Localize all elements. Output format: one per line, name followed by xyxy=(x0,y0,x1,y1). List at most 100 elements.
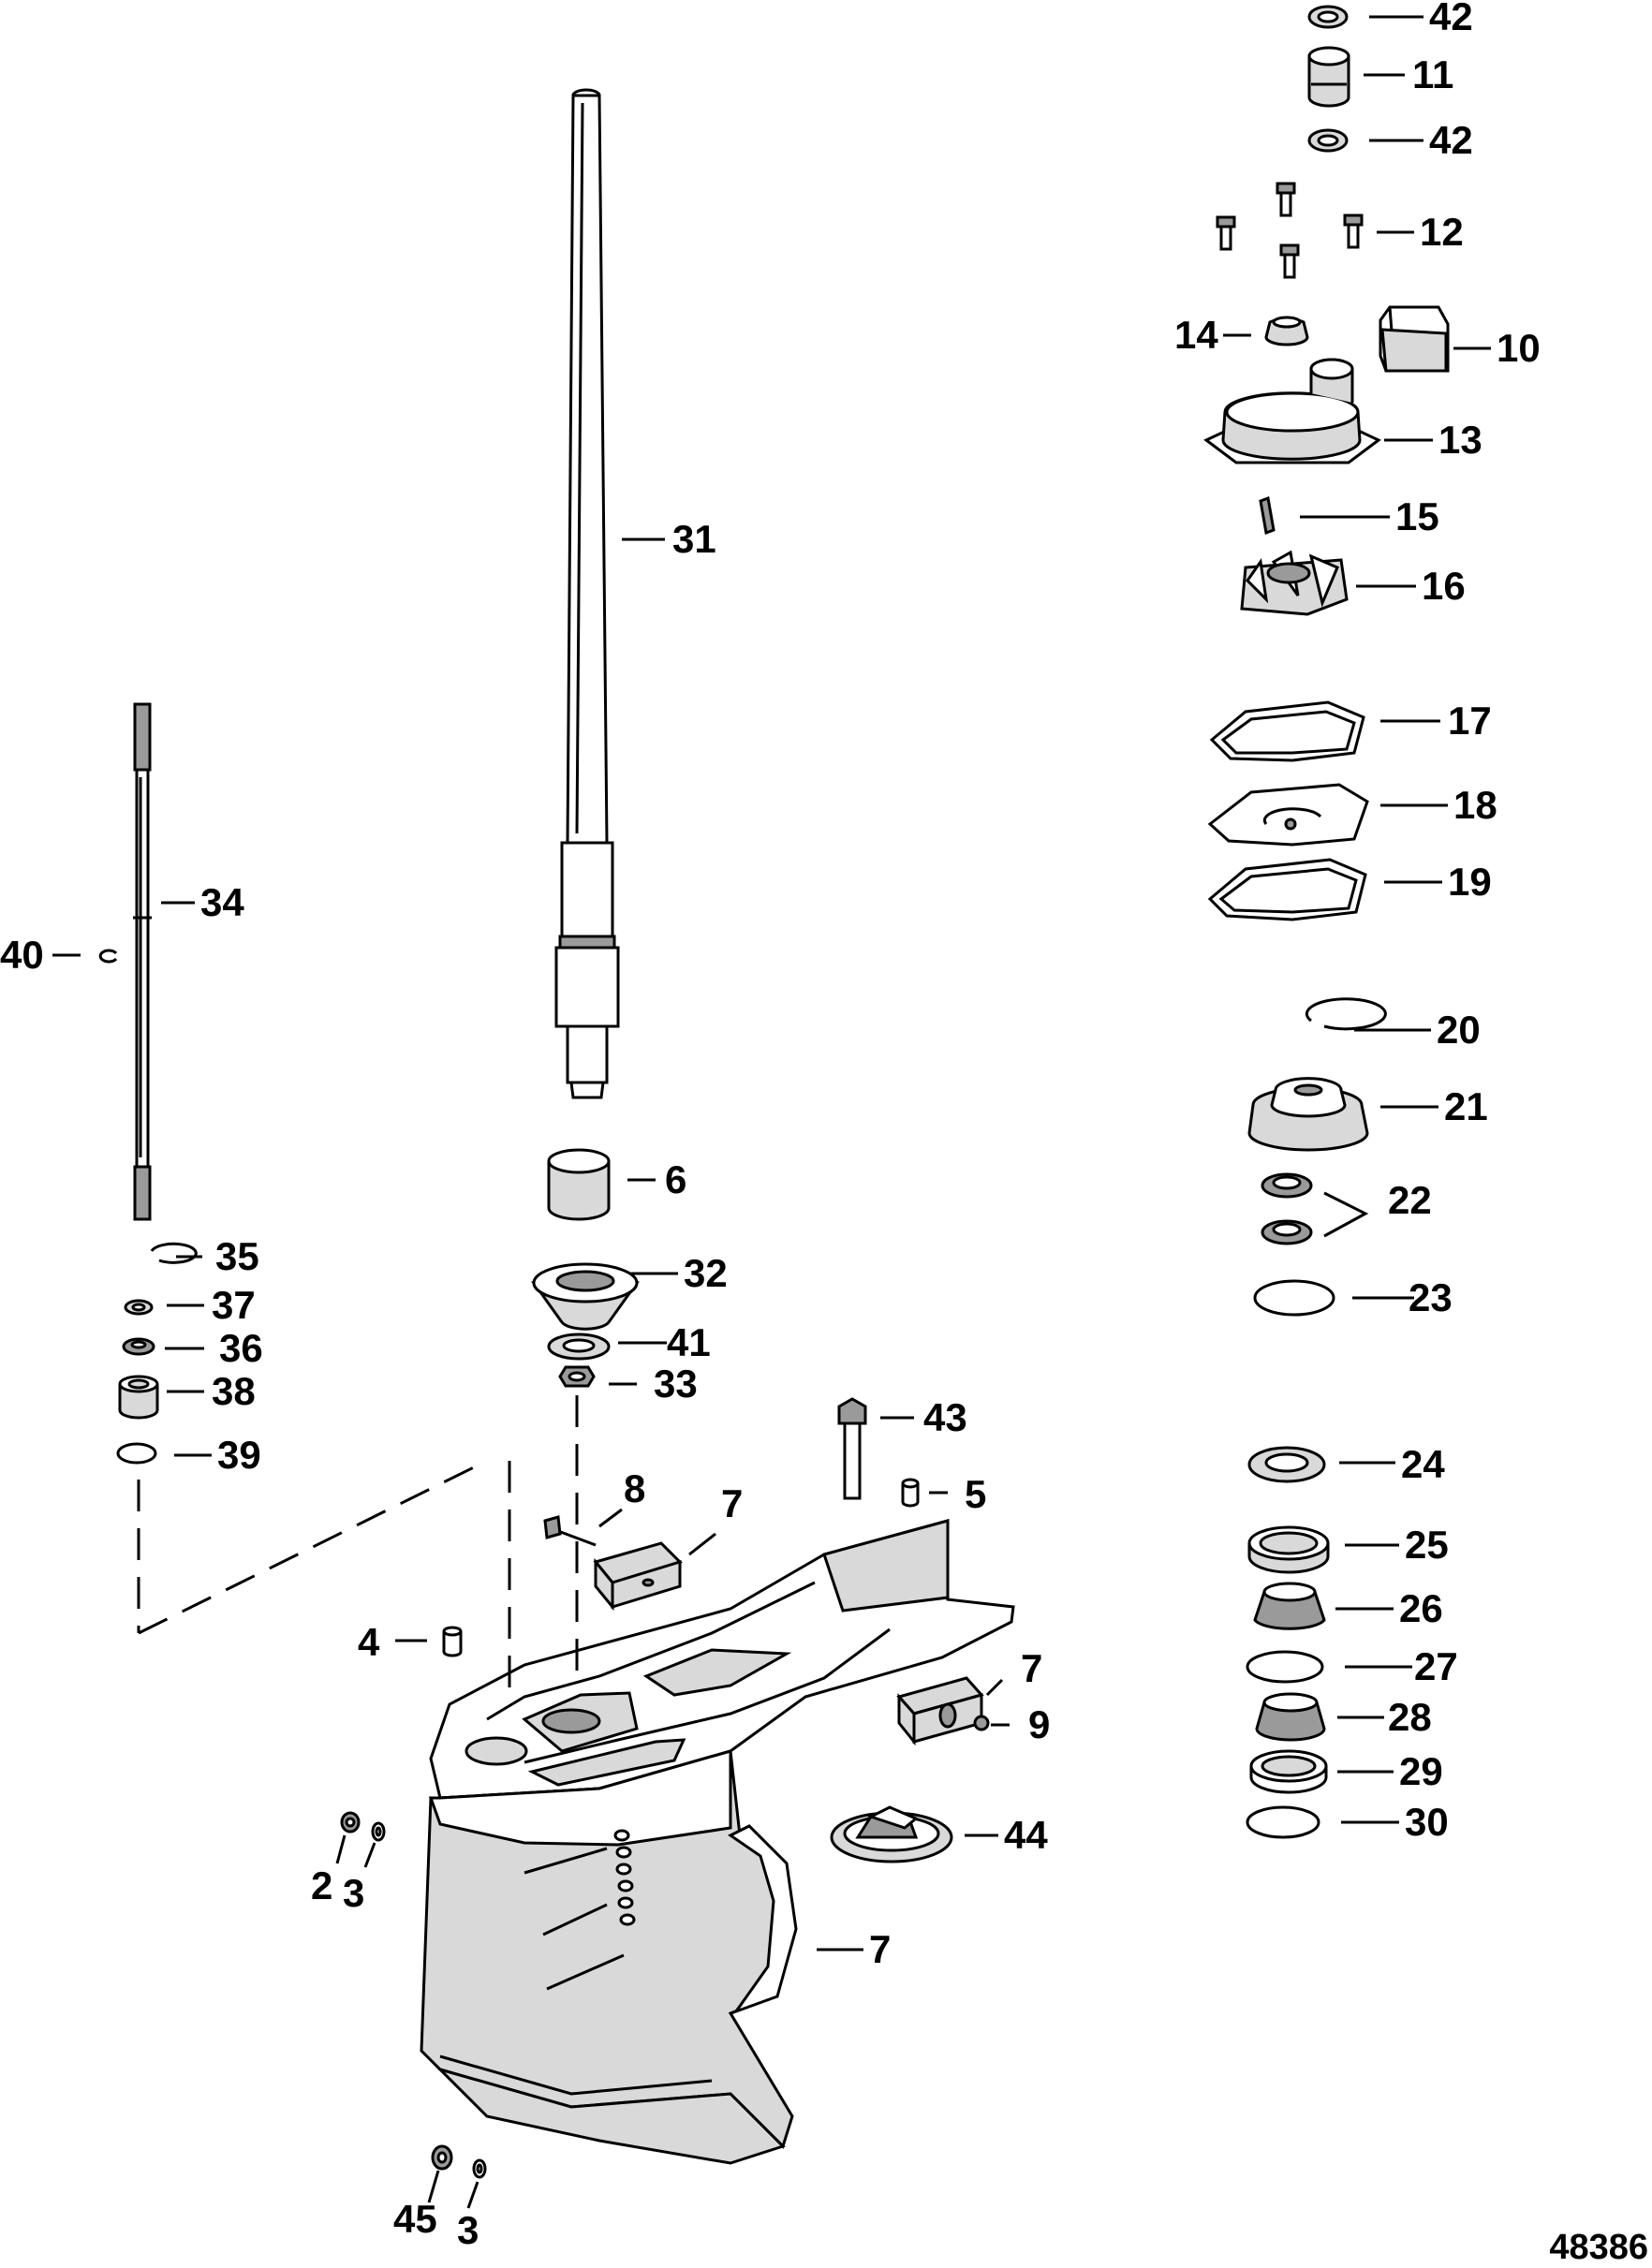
callout-7-side: 7 xyxy=(1021,1646,1042,1690)
part-washer-42-bottom xyxy=(1307,128,1349,153)
callout-16: 16 xyxy=(1422,564,1466,608)
part-impeller-16 xyxy=(1240,550,1349,616)
callout-14: 14 xyxy=(1174,313,1218,357)
callout-5: 5 xyxy=(965,1472,986,1516)
callout-44: 44 xyxy=(1004,1813,1048,1857)
part-dowel-4 xyxy=(442,1626,463,1657)
callout-9: 9 xyxy=(1028,1702,1050,1746)
callout-32: 32 xyxy=(684,1251,728,1295)
callout-labels: 42 11 42 12 14 10 13 15 16 17 18 19 20 2… xyxy=(0,0,1541,2252)
part-nut-2 xyxy=(340,1811,361,1834)
callout-11: 11 xyxy=(1412,52,1453,96)
callout-8: 8 xyxy=(624,1466,645,1510)
part-race-29 xyxy=(1249,1749,1328,1794)
callout-4: 4 xyxy=(358,1620,380,1664)
part-gasket-19 xyxy=(1207,858,1367,921)
callout-22: 22 xyxy=(1388,1178,1432,1222)
part-seals-22 xyxy=(1261,1172,1313,1245)
callout-36: 36 xyxy=(219,1326,263,1370)
callout-10: 10 xyxy=(1497,326,1541,370)
part-insert-10 xyxy=(1379,305,1450,373)
callout-7-housing: 7 xyxy=(869,1927,891,1971)
figure-number: 48386 xyxy=(1549,2228,1648,2267)
callout-29: 29 xyxy=(1399,1749,1443,1793)
part-nut-33 xyxy=(558,1365,596,1388)
callout-30: 30 xyxy=(1405,1800,1449,1844)
part-bearing-28 xyxy=(1255,1692,1326,1742)
callout-43: 43 xyxy=(923,1395,967,1439)
part-clip-40 xyxy=(98,949,118,964)
part-screw-9 xyxy=(973,1715,990,1731)
part-bearing-24 xyxy=(1247,1446,1326,1483)
callout-3-top: 3 xyxy=(343,1871,364,1915)
part-screws-12 xyxy=(1216,182,1364,279)
callout-6: 6 xyxy=(665,1157,686,1201)
callout-2: 2 xyxy=(311,1863,332,1907)
part-plate-18 xyxy=(1207,783,1369,847)
part-ring-35 xyxy=(150,1242,198,1264)
callout-15: 15 xyxy=(1395,494,1439,538)
part-gear-housing-7 xyxy=(420,1519,1015,2165)
callout-20: 20 xyxy=(1437,1008,1481,1052)
callout-31: 31 xyxy=(672,517,716,561)
part-washer-41 xyxy=(547,1333,611,1361)
part-bushing-11 xyxy=(1307,46,1350,108)
part-bolt-43 xyxy=(837,1397,867,1500)
part-washer-3-top xyxy=(371,1821,386,1842)
callout-7-top: 7 xyxy=(721,1481,743,1525)
part-key-15 xyxy=(1259,495,1276,536)
part-o-ring-30 xyxy=(1246,1805,1320,1839)
part-bearing-cup-32 xyxy=(531,1262,640,1331)
callout-39: 39 xyxy=(217,1433,261,1477)
callout-45: 45 xyxy=(393,2197,437,2241)
part-driveshaft-31 xyxy=(554,88,620,1099)
callout-40: 40 xyxy=(0,933,44,977)
callout-38: 38 xyxy=(212,1369,256,1413)
part-bushing-38 xyxy=(118,1375,159,1420)
callout-3-bottom: 3 xyxy=(457,2208,479,2252)
leader-lines xyxy=(52,15,1491,2209)
callout-23: 23 xyxy=(1409,1275,1453,1319)
part-nut-45 xyxy=(431,2144,453,2171)
callout-26: 26 xyxy=(1399,1586,1443,1630)
callout-28: 28 xyxy=(1388,1695,1432,1739)
callout-12: 12 xyxy=(1420,210,1464,254)
part-o-ring-39 xyxy=(116,1442,157,1465)
part-shift-shaft-34 xyxy=(133,702,152,1221)
part-race-25 xyxy=(1247,1525,1330,1574)
part-o-ring-27 xyxy=(1246,1650,1324,1684)
callout-33: 33 xyxy=(654,1362,698,1406)
part-seal-36 xyxy=(122,1337,155,1356)
part-washer-42-top xyxy=(1307,5,1349,29)
callout-24: 24 xyxy=(1401,1442,1445,1486)
part-pump-housing-13 xyxy=(1203,358,1381,464)
part-bearing-26 xyxy=(1253,1582,1326,1630)
part-gasket-17 xyxy=(1209,700,1365,762)
part-carrier-21 xyxy=(1247,1077,1369,1152)
part-o-ring-23 xyxy=(1253,1279,1335,1317)
part-washer-3-bottom xyxy=(472,2158,487,2179)
part-pin-8 xyxy=(543,1515,597,1547)
callout-34: 34 xyxy=(200,880,244,924)
callout-13: 13 xyxy=(1438,418,1482,462)
part-dowel-5 xyxy=(901,1478,920,1508)
callout-37: 37 xyxy=(212,1283,256,1327)
callout-18: 18 xyxy=(1453,783,1497,827)
callout-35: 35 xyxy=(215,1234,259,1278)
callout-19: 19 xyxy=(1448,860,1492,904)
dashed-alignment-lines xyxy=(137,1395,579,1704)
callout-41: 41 xyxy=(667,1320,711,1364)
callout-27: 27 xyxy=(1414,1644,1458,1688)
callout-17: 17 xyxy=(1448,699,1492,743)
callout-42-top: 42 xyxy=(1429,0,1473,38)
callout-42-bottom: 42 xyxy=(1429,118,1473,162)
part-washer-37 xyxy=(124,1299,154,1316)
callout-25: 25 xyxy=(1405,1523,1449,1567)
part-anode-7-side xyxy=(896,1676,984,1746)
part-grommet-14 xyxy=(1264,316,1309,346)
part-anode-7-top xyxy=(593,1541,683,1612)
part-cap-44 xyxy=(830,1805,953,1863)
callout-21: 21 xyxy=(1444,1084,1488,1128)
